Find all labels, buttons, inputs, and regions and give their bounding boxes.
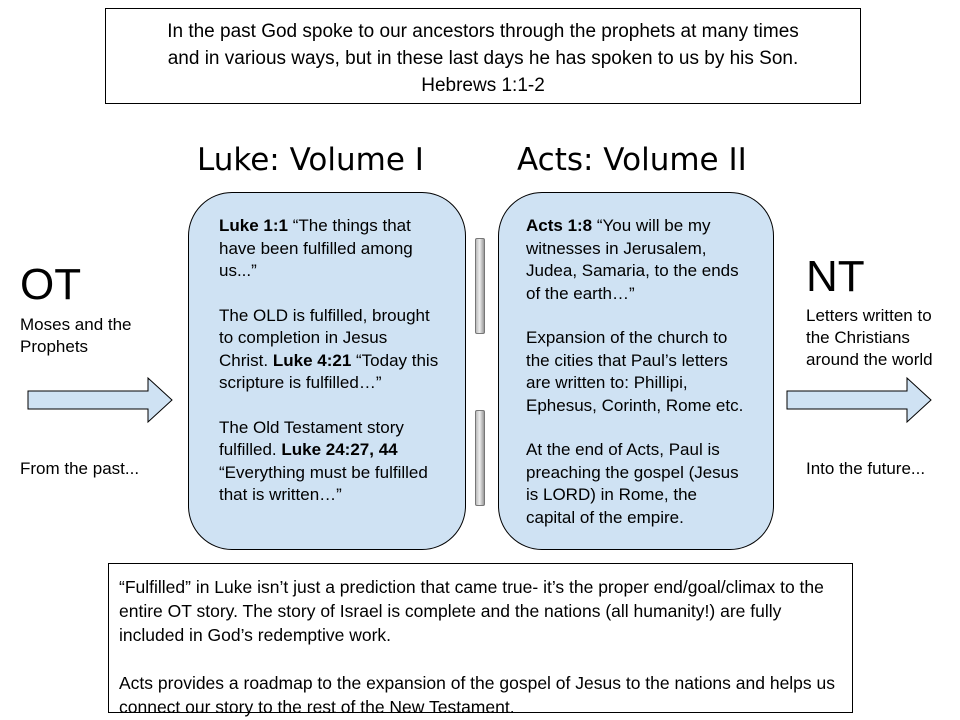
quote-line-1: In the past God spoke to our ancestors t…	[167, 21, 799, 42]
hebrews-quote-box: In the past God spoke to our ancestors t…	[105, 8, 861, 104]
acts-paragraph-1: Acts 1:8 “You will be my witnesses in Je…	[526, 216, 739, 303]
ot-arrow	[27, 376, 173, 424]
ot-label: OT	[20, 260, 82, 309]
quote-line-2: and in various ways, but in these last d…	[167, 48, 799, 69]
nt-arrow	[786, 376, 932, 424]
acts-title: Acts: Volume II	[517, 142, 747, 178]
luke-ref-2: Luke 4:21	[272, 350, 352, 370]
acts-ref-1: Acts 1:8	[526, 216, 593, 235]
scroll-rod-top	[475, 238, 485, 334]
luke-ref-1: Luke 1:1	[219, 216, 288, 235]
nt-subtitle: Letters written to the Christians around…	[806, 306, 933, 369]
summary-paragraph-2: Acts provides a roadmap to the expansion…	[119, 673, 836, 717]
ot-bottom-text: From the past...	[20, 459, 140, 478]
summary-box: “Fulfilled” in Luke isn’t just a predict…	[108, 563, 853, 717]
nt-label: NT	[806, 252, 865, 301]
luke-paragraph-3: The Old Testament story fulfilled. Luke …	[219, 417, 428, 505]
summary-paragraph-1: “Fulfilled” in Luke isn’t just a predict…	[119, 577, 824, 645]
luke-paragraph-2: The OLD is fulfilled, brought to complet…	[219, 305, 439, 393]
acts-panel: Acts 1:8 “You will be my witnesses in Je…	[498, 192, 774, 550]
acts-paragraph-3: At the end of Acts, Paul is preaching th…	[526, 440, 739, 527]
luke-panel: Luke 1:1 “The things that have been fulf…	[188, 192, 466, 550]
acts-paragraph-2: Expansion of the church to the cities th…	[526, 328, 744, 415]
scroll-rod-bottom	[475, 410, 485, 506]
ot-subtitle: Moses and the Prophets	[20, 315, 132, 356]
luke-title: Luke: Volume I	[197, 142, 424, 178]
luke-paragraph-1: Luke 1:1 “The things that have been fulf…	[219, 216, 413, 280]
luke-ref-3: Luke 24:27, 44	[281, 440, 398, 459]
nt-bottom-text: Into the future...	[806, 459, 926, 478]
quote-reference: Hebrews 1:1-2	[421, 75, 545, 96]
